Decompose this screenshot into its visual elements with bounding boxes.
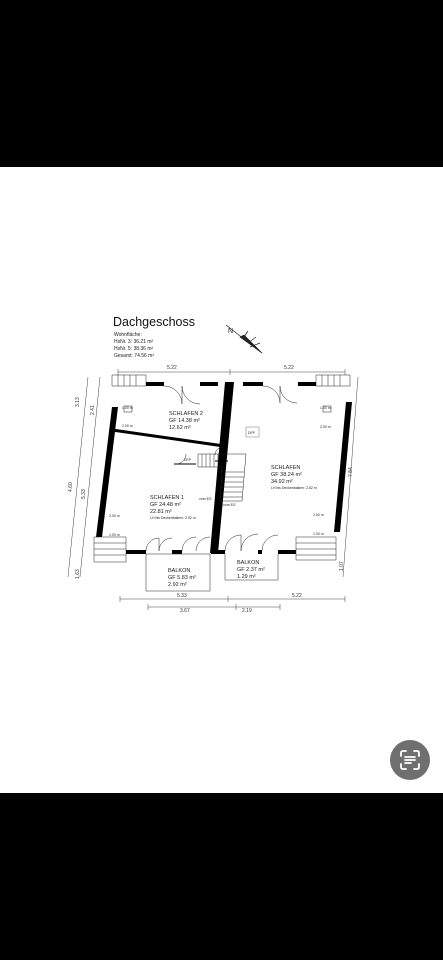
dim-top-left: 5.22	[167, 365, 177, 371]
dim-left-mid: 5.33	[81, 489, 87, 499]
window-size-bl-bottom: 1.00 m	[109, 533, 120, 537]
scan-text-button[interactable]	[390, 740, 430, 780]
area-line-3: Gesamt: 74.56 m²	[114, 353, 155, 359]
window-size-tr-bottom: 2.00 m	[320, 425, 331, 429]
dim-top-right: 5.22	[284, 365, 294, 371]
dim-left-bottom: 1.63	[75, 569, 81, 579]
room-balkon-right-gf: GF 2.37 m²	[237, 567, 265, 573]
dim-bottom-a: 3.67	[180, 608, 190, 614]
dfp-label-right: DFP	[248, 431, 256, 435]
north-arrow-icon: N	[225, 324, 263, 354]
dim-left-upper-a: 3.13	[75, 397, 81, 407]
room-balkon-left-name: BALKON	[168, 568, 190, 574]
svg-text:N: N	[228, 328, 233, 335]
plan-title: Dachgeschoss	[113, 315, 195, 329]
window-size-bl-top: 2.00 m	[109, 514, 120, 518]
area-line-1: HsNr. 3: 36.21 m²	[114, 339, 154, 345]
dim-bottom-b: 2.19	[242, 608, 252, 614]
room-schlafen-2-gf: GF 14.38 m²	[169, 418, 200, 424]
staircase	[197, 453, 247, 502]
room-schlafen-note: LH bis Deckenbalken: 2.52 m	[271, 486, 317, 490]
dim-bottom-right: 5.22	[292, 593, 302, 599]
window-size-br-bottom: 1.00 m	[313, 532, 324, 536]
doors	[145, 385, 298, 552]
scan-text-icon	[400, 750, 420, 770]
dim-right-total: 7.84	[348, 467, 354, 477]
window-size-tl-bottom: 2.00 m	[122, 424, 133, 428]
room-balkon-right-wf: 1.29 m²	[237, 574, 256, 580]
outer-walls	[96, 382, 352, 554]
roof-windows	[93, 374, 351, 563]
stair-label-right: vom EG	[223, 503, 236, 507]
area-heading: Wohnfläche:	[114, 332, 142, 338]
dim-right-bottom: 1.07	[339, 561, 345, 571]
dim-bottom-left: 5.33	[177, 593, 187, 599]
interior-walls	[111, 428, 228, 465]
area-summary: Wohnfläche: HsNr. 3: 36.21 m² HsNr. 5: 3…	[114, 332, 154, 360]
window-size-tl-top: 1.00 m	[122, 406, 133, 410]
room-schlafen-1-gf: GF 24.48 m²	[150, 502, 181, 508]
stair-label-left: vom EG	[199, 497, 212, 501]
room-schlafen-gf: GF 38.24 m²	[271, 472, 302, 478]
room-schlafen-1-wf: 22.81 m²	[150, 509, 172, 515]
room-balkon-left-wf: 2.92 m²	[168, 582, 187, 588]
plan-sheet: Dachgeschoss Wohnfläche: HsNr. 3: 36.21 …	[0, 167, 443, 793]
room-balkon-left-gf: GF 5.83 m²	[168, 575, 196, 581]
room-schlafen-wf: 34.92 m²	[271, 479, 293, 485]
dim-left-total: 4.60	[68, 482, 74, 492]
window-size-br-top: 2.00 m	[313, 513, 324, 517]
room-schlafen-1-name: SCHLAFEN 1	[150, 495, 184, 501]
window-size-tr-top: 1.00 m	[320, 406, 331, 410]
room-schlafen-name: SCHLAFEN	[271, 465, 300, 471]
dim-left-upper-b: 2.41	[90, 405, 96, 415]
room-balkon-right-name: BALKON	[237, 560, 259, 566]
floor-plan-drawing: N 5.22 5.22 3.13 2.41 4.60 5.33	[67, 324, 359, 614]
dfp-label-left: DFP	[184, 458, 192, 462]
area-line-2: HsNr. 5: 38.36 m²	[114, 346, 154, 352]
room-schlafen-2-name: SCHLAFEN 2	[169, 411, 203, 417]
room-schlafen-2-wf: 12.62 m²	[169, 425, 191, 431]
balconies	[145, 553, 279, 592]
room-schlafen-1-note: LH bis Deckenbalken: 2.52 m	[150, 516, 196, 520]
